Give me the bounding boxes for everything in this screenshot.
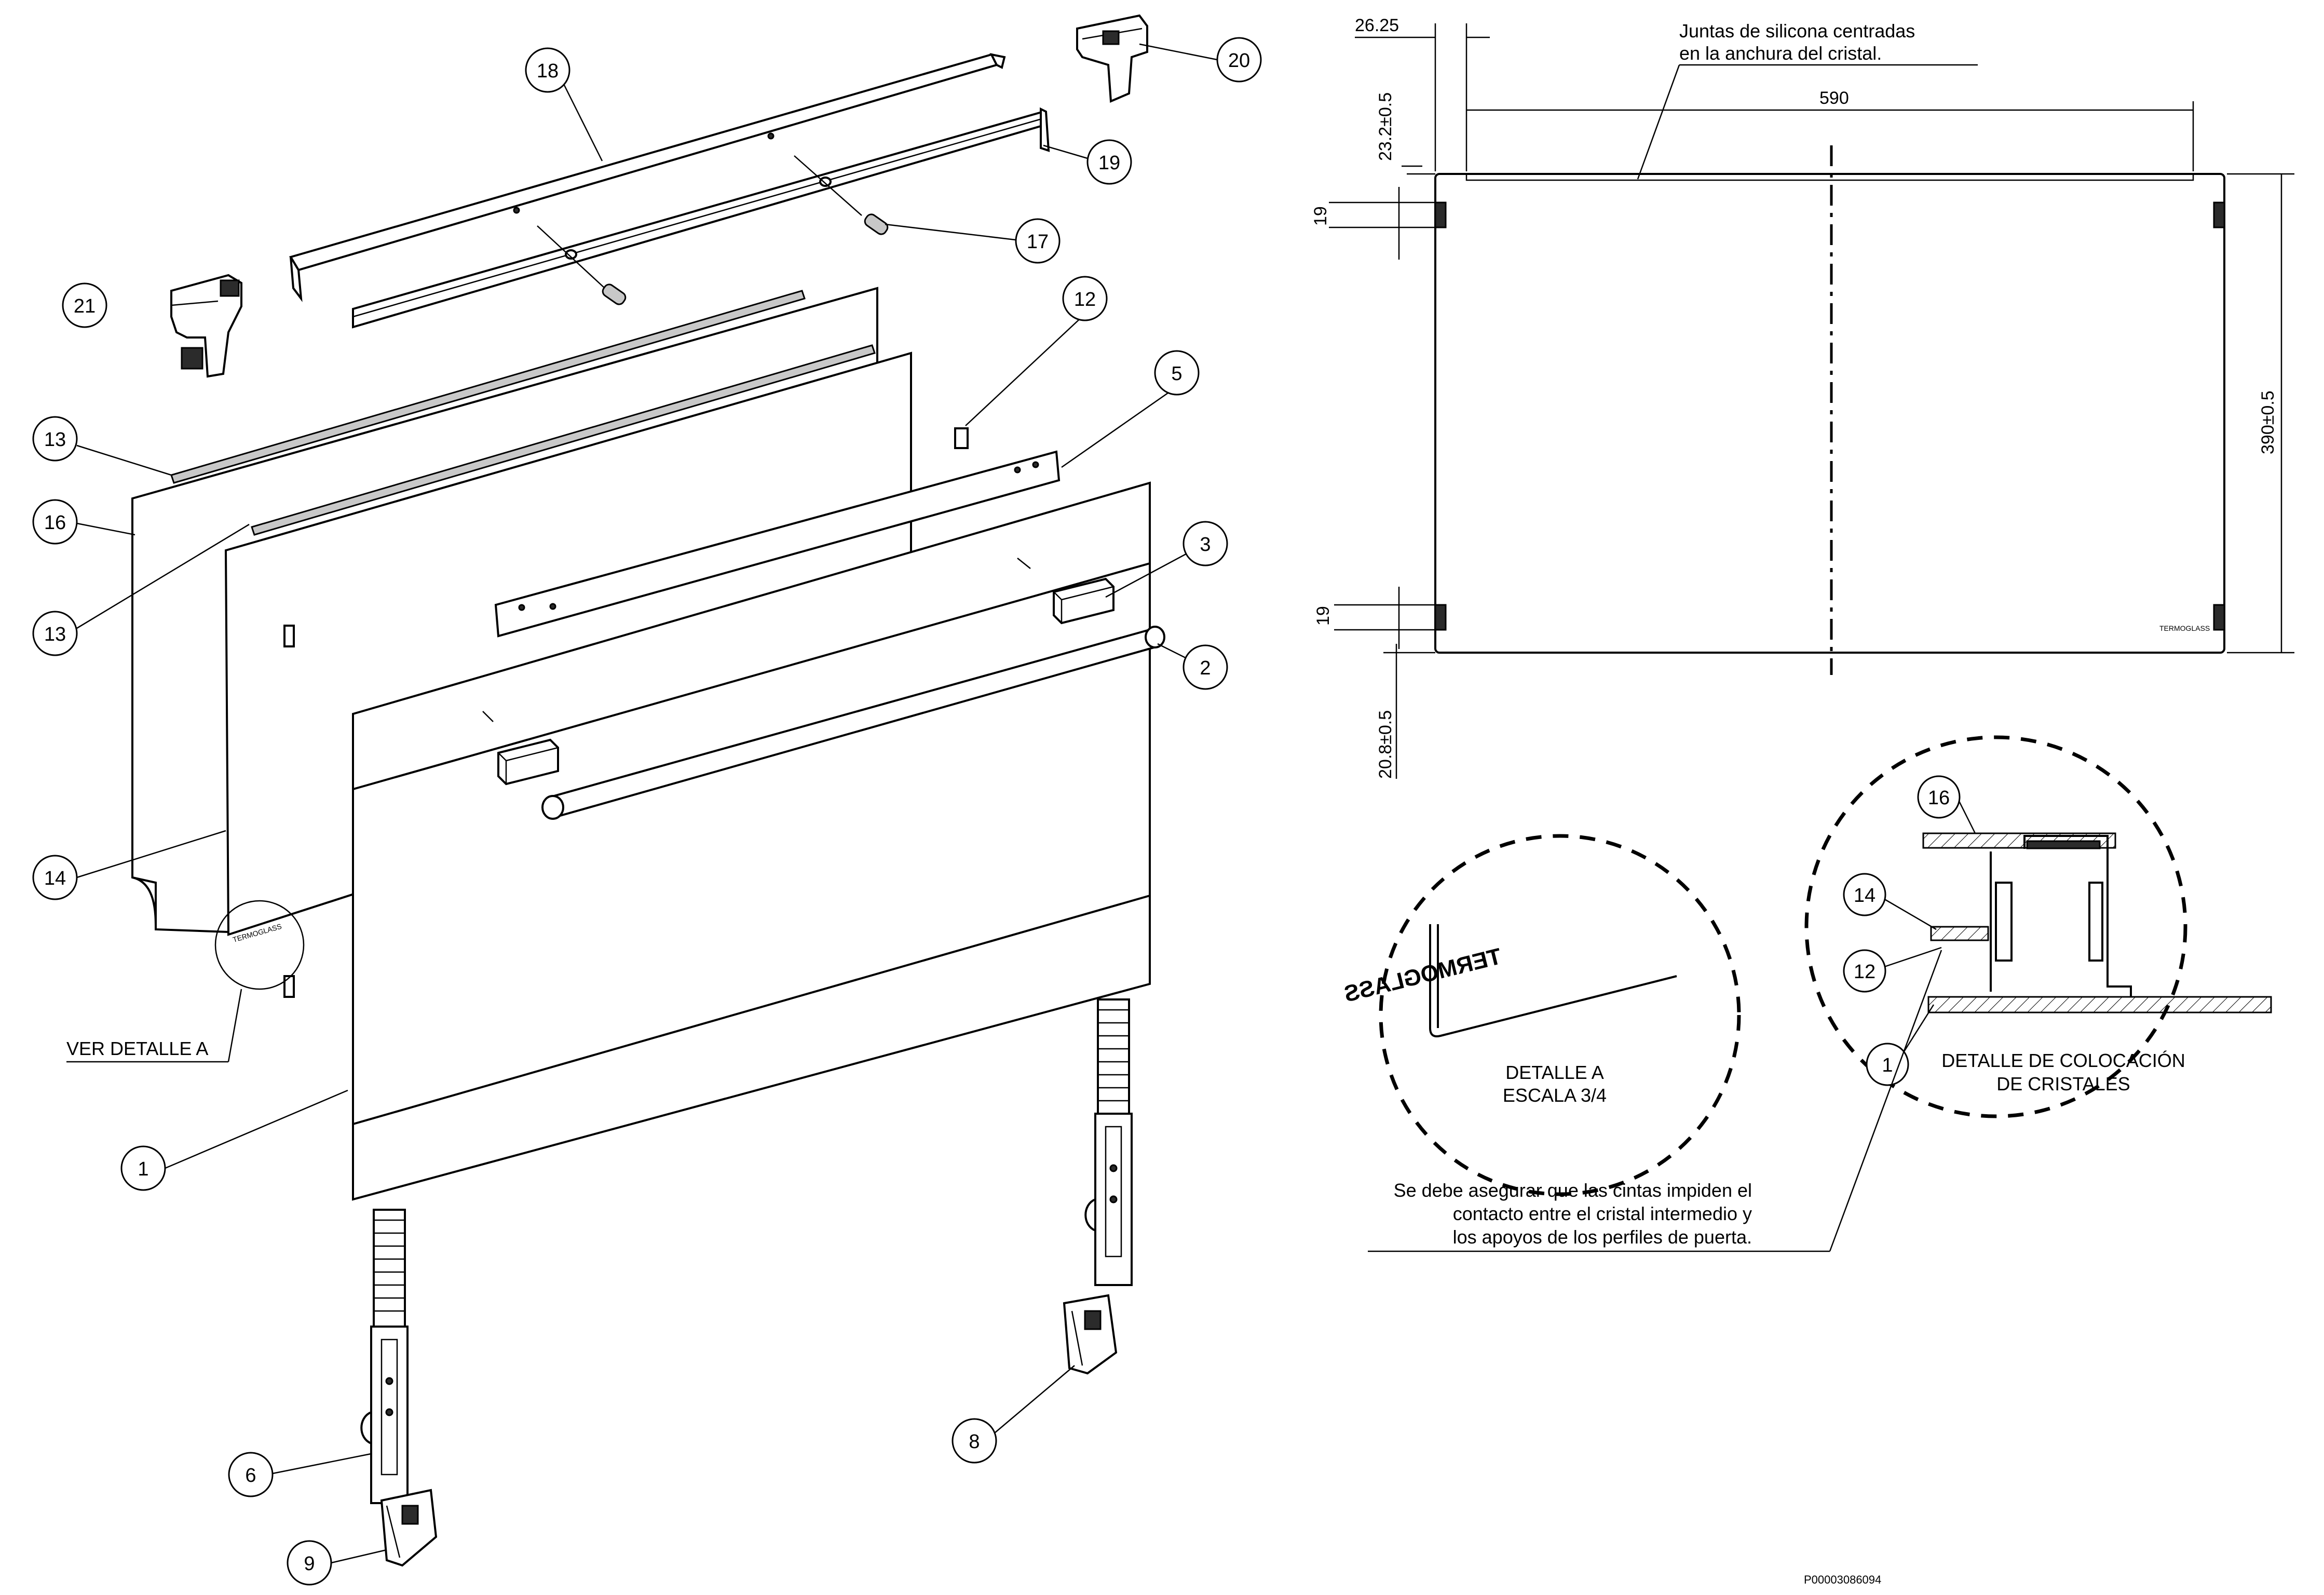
screw-part-17 xyxy=(537,155,889,305)
dim-19-bottom: 19 xyxy=(1313,606,1333,626)
bottom-note-line3: los apoyos de los perfiles de puerta. xyxy=(1453,1226,1752,1248)
end-cap-part-21 xyxy=(170,274,242,378)
detail-a-title-2: ESCALA 3/4 xyxy=(1503,1085,1607,1106)
detail-a-brand: TERMOGLASS xyxy=(1341,943,1504,1007)
hinge-receptacle-part-9 xyxy=(380,1489,438,1567)
svg-text:12: 12 xyxy=(1074,289,1096,310)
detail-a: TERMOGLASS DETALLE A ESCALA 3/4 xyxy=(1341,834,1741,1196)
balloon-16: 16 xyxy=(32,499,78,545)
detail-balloon-1: 1 xyxy=(1866,1043,1909,1086)
exploded-view: TERMOGLASS VER DETALLE A xyxy=(32,14,1262,1586)
balloon-8: 8 xyxy=(952,1418,997,1464)
svg-text:8: 8 xyxy=(969,1431,980,1453)
balloon-leaders xyxy=(76,43,1218,1564)
balloon-5: 5 xyxy=(1154,350,1200,396)
note-top-line1: Juntas de silicona centradas xyxy=(1679,20,1915,42)
profile-part-19 xyxy=(352,107,1050,329)
front-glass-part-1 xyxy=(352,481,1151,1201)
svg-text:17: 17 xyxy=(1027,231,1049,253)
detail-balloon-16: 16 xyxy=(1917,775,1961,819)
svg-text:16: 16 xyxy=(44,512,66,534)
note-top-line2: en la anchura del cristal. xyxy=(1679,43,1882,64)
end-cap-part-20 xyxy=(1076,14,1148,103)
balloon-12: 12 xyxy=(1062,276,1108,321)
dim-590: 590 xyxy=(1819,88,1849,108)
detail-cristales-title-2: DE CRISTALES xyxy=(1996,1073,2130,1094)
svg-text:16: 16 xyxy=(1928,787,1950,809)
silicone-strip xyxy=(1465,173,2194,181)
balloon-6: 6 xyxy=(228,1452,274,1497)
dimension-view: TERMOGLASS 26.25 590 Juntas de silicona … xyxy=(1311,16,2294,779)
dim-19-top: 19 xyxy=(1311,206,1330,226)
svg-text:21: 21 xyxy=(74,295,96,317)
balloon-2: 2 xyxy=(1183,644,1228,690)
pad-part-12 xyxy=(954,427,969,449)
glass-brand-mark: TERMOGLASS xyxy=(2159,624,2210,632)
detail-a-title-1: DETALLE A xyxy=(1505,1062,1603,1083)
dim-20-8: 20.8±0.5 xyxy=(1376,710,1395,779)
top-profile-part-18 xyxy=(289,53,1006,302)
svg-text:9: 9 xyxy=(304,1553,315,1575)
dim-390: 390±0.5 xyxy=(2258,390,2278,454)
balloon-20: 20 xyxy=(1216,37,1262,83)
hinge-right xyxy=(1084,998,1133,1286)
detail-cristales-title-1: DETALLE DE COLOCACIÓN xyxy=(1941,1050,2185,1071)
balloon-13-bottom: 13 xyxy=(32,611,78,656)
hinge-receptacle-part-8 xyxy=(1063,1294,1118,1375)
svg-text:18: 18 xyxy=(537,60,559,82)
svg-text:14: 14 xyxy=(1854,885,1875,907)
detail-balloon-14: 14 xyxy=(1843,873,1886,916)
svg-text:6: 6 xyxy=(245,1465,256,1486)
svg-text:14: 14 xyxy=(44,868,66,889)
svg-text:12: 12 xyxy=(1854,961,1875,983)
bottom-note-line2: contacto entre el cristal intermedio y xyxy=(1453,1203,1752,1224)
svg-text:1: 1 xyxy=(138,1158,148,1180)
svg-text:13: 13 xyxy=(44,624,66,645)
bottom-note: Se debe asegurar que las cintas impiden … xyxy=(1368,950,1942,1252)
detail-balloon-12: 12 xyxy=(1843,949,1886,993)
svg-text:13: 13 xyxy=(44,429,66,451)
svg-text:20: 20 xyxy=(1228,50,1250,72)
svg-text:2: 2 xyxy=(1200,657,1211,679)
dim-26-25: 26.25 xyxy=(1355,16,1399,35)
balloon-14: 14 xyxy=(32,855,78,900)
strip-part-5 xyxy=(494,450,1061,638)
bottom-note-line1: Se debe asegurar que las cintas impiden … xyxy=(1394,1180,1752,1201)
hinge-part-6 xyxy=(360,1209,409,1504)
balloon-13-top: 13 xyxy=(32,416,78,462)
svg-text:19: 19 xyxy=(1098,152,1120,174)
balloon-9: 9 xyxy=(287,1540,332,1586)
balloon-3: 3 xyxy=(1183,521,1228,566)
balloon-17: 17 xyxy=(1015,218,1061,264)
svg-text:3: 3 xyxy=(1200,534,1211,556)
balloon-19: 19 xyxy=(1086,139,1132,185)
svg-text:5: 5 xyxy=(1171,363,1182,385)
balloon-21: 21 xyxy=(62,282,107,328)
dim-23-2: 23.2±0.5 xyxy=(1376,92,1395,161)
ver-detalle-a-label: VER DETALLE A xyxy=(66,1038,208,1059)
glass-outline xyxy=(1434,173,2225,654)
drawing-number: P00003086094 xyxy=(1804,1573,1881,1586)
balloon-1: 1 xyxy=(120,1145,166,1191)
detail-a-marker-circle xyxy=(214,900,305,990)
svg-text:1: 1 xyxy=(1882,1055,1893,1076)
detail-cristales: 16 14 12 1 DETALLE DE COLOCACIÓN DE CRIS… xyxy=(1804,735,2272,1118)
handle-part-2 xyxy=(541,626,1165,820)
handle-support-part-3 xyxy=(497,577,1115,786)
balloon-18: 18 xyxy=(525,47,570,93)
